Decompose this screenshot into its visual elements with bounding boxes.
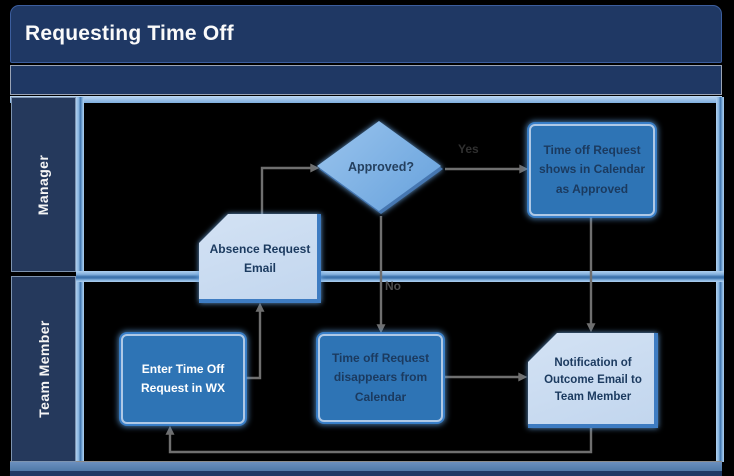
node-notification-of-outcome[interactable]: Notification of Outcome Email to Team Me… [528, 333, 658, 428]
node-absence-request-email-label: Absence Request Email [209, 241, 311, 275]
node-enter-time-off-request-label: Enter Time Off Request in WX [140, 361, 225, 395]
phase-band [10, 65, 722, 95]
node-approved-decision-label: Approved? [348, 160, 414, 174]
card-face [199, 214, 317, 299]
lane-label-manager: Manager [35, 154, 52, 215]
node-calendar-approved-label: Time off Request shows in Calendar as Ap… [538, 143, 646, 196]
node-enter-time-off-request[interactable]: Enter Time Off Request in WX [121, 334, 245, 424]
node-calendar-disappears-label: Time off Request disappears from Calenda… [331, 351, 430, 404]
lane-divider [76, 271, 724, 282]
card-face [528, 333, 654, 424]
lane-header-team-member: Team Member [11, 276, 76, 462]
lane-label-team-member: Team Member [35, 320, 52, 418]
bottom-navy-band [10, 471, 722, 476]
node-approved-decision[interactable]: Approved? [317, 121, 443, 214]
node-notification-of-outcome-label: Notification of Outcome Email to Team Me… [544, 356, 642, 404]
edge-label-yes: Yes [458, 142, 479, 156]
title-bar: Requesting Time Off [10, 5, 722, 63]
node-calendar-disappears[interactable]: Time off Request disappears from Calenda… [318, 334, 443, 422]
node-calendar-approved[interactable]: Time off Request shows in Calendar as Ap… [529, 124, 655, 216]
edge-absence-to-approved [260, 163, 320, 215]
node-absence-request-email[interactable]: Absence Request Email [199, 214, 321, 303]
edge-notification-loop-to-enter [165, 425, 593, 454]
lane-header-manager: Manager [11, 97, 76, 272]
edge-label-no: No [385, 279, 401, 293]
lane-frame-bottom-border [10, 461, 722, 471]
edge-enter-to-absence [246, 302, 265, 380]
page-title: Requesting Time Off [25, 22, 234, 45]
lane-frame-top-border [10, 96, 722, 103]
